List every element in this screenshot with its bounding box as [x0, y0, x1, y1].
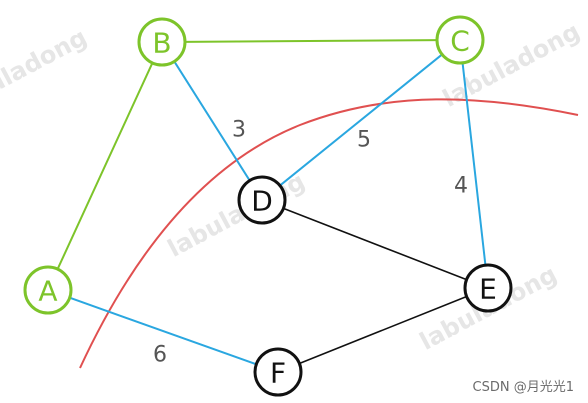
edge-f-e: [298, 295, 468, 365]
node-label-b: B: [152, 27, 171, 60]
node-circle-c: [435, 15, 485, 65]
nodes-layer: A B C D E F: [23, 15, 513, 397]
node-circle-d: [237, 175, 287, 225]
node-b: B: [137, 17, 187, 67]
node-label-a: A: [38, 275, 57, 308]
node-label-f: F: [270, 357, 286, 390]
edge-a-f: [68, 296, 258, 366]
node-circle-f: [253, 347, 303, 397]
edge-c-d: [278, 53, 444, 187]
edge-weight-c-d: 5: [357, 128, 371, 153]
cut-line: [79, 98, 579, 369]
node-c: C: [435, 15, 485, 65]
node-circle-e: [463, 263, 513, 313]
node-circle-b: [137, 17, 187, 67]
watermark-2: labuladong: [163, 167, 310, 263]
edge-weight-b-d: 3: [232, 118, 246, 143]
edge-b-d: [173, 60, 251, 182]
node-label-c: C: [450, 25, 470, 58]
edge-b-c: [183, 39, 439, 43]
edges-layer: [56, 39, 487, 366]
edge-weight-a-f: 6: [153, 343, 167, 368]
edge-weight-c-e: 4: [454, 174, 468, 199]
edge-d-e: [282, 207, 468, 281]
edge-a-b: [56, 61, 154, 271]
edge-c-e: [461, 61, 487, 267]
node-f: F: [253, 347, 303, 397]
node-a: A: [23, 265, 73, 315]
node-label-e: E: [479, 273, 497, 306]
watermark-4: labuladong: [0, 23, 92, 119]
node-label-d: D: [251, 185, 273, 218]
node-circle-a: [23, 265, 73, 315]
weights-layer: 3 5 4 6: [153, 118, 468, 368]
node-e: E: [463, 263, 513, 313]
node-d: D: [237, 175, 287, 225]
credit-text: CSDN @月光光1: [472, 380, 574, 395]
